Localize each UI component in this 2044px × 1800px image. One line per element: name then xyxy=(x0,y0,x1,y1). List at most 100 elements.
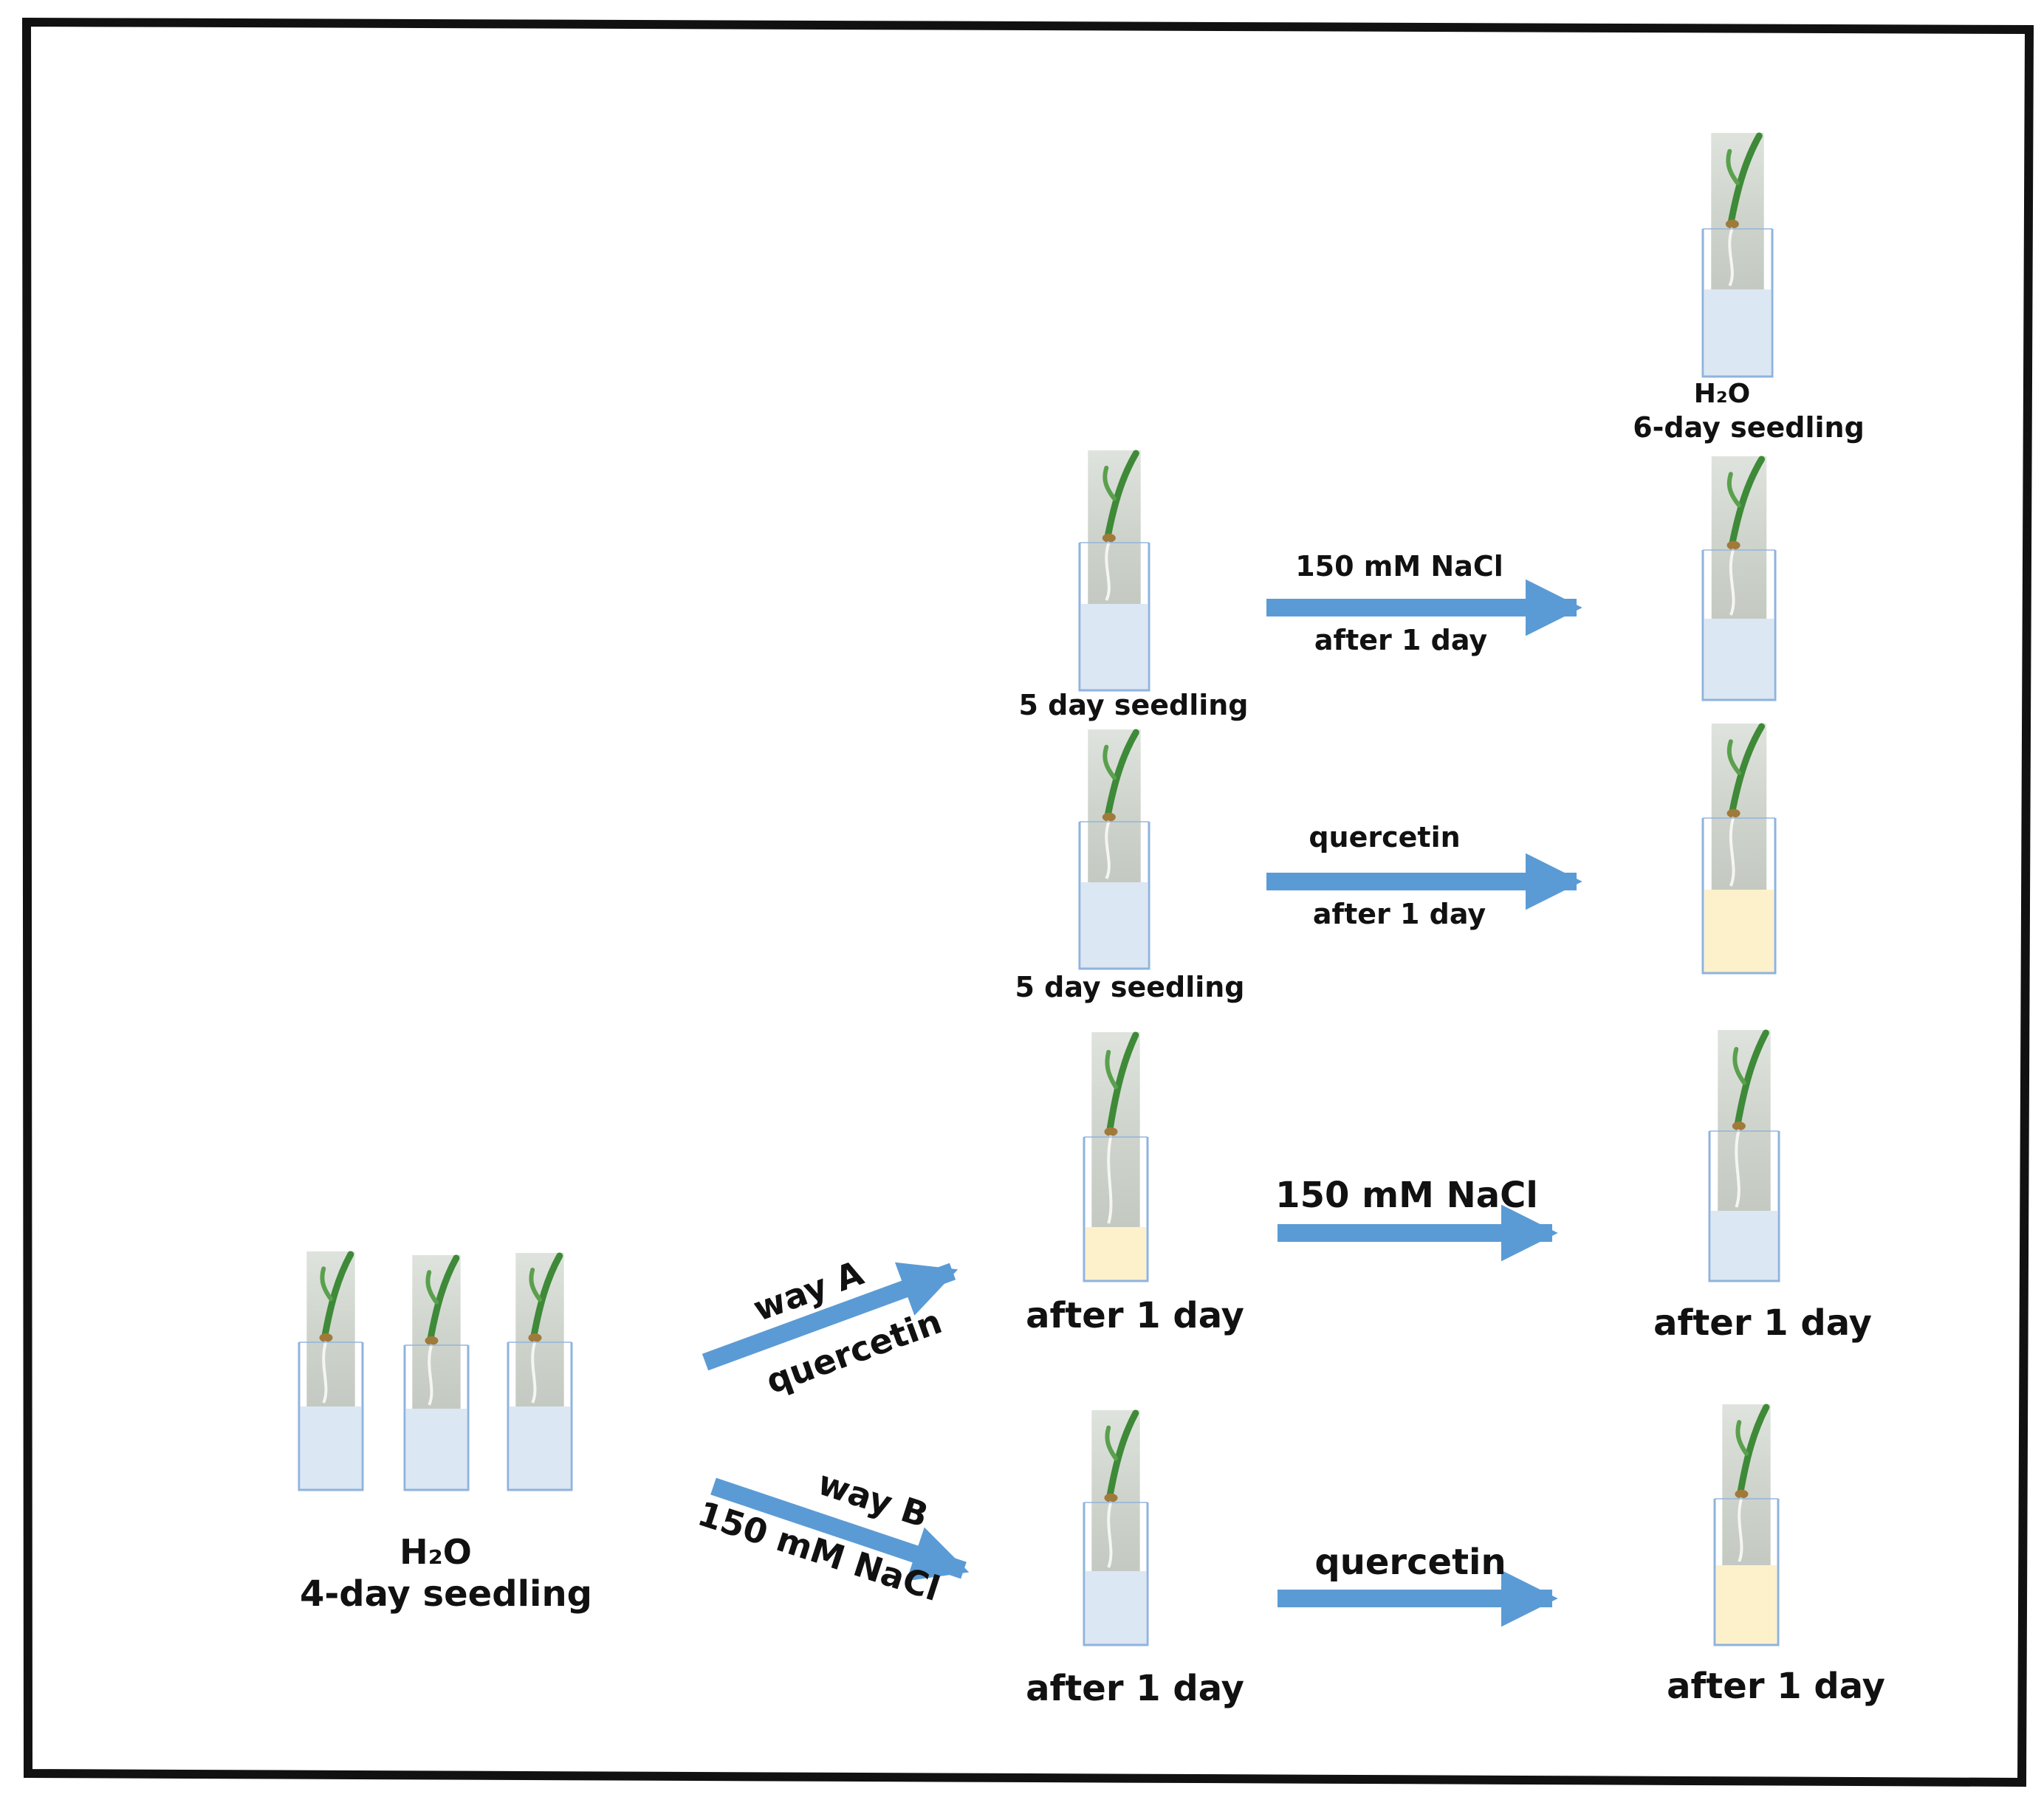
seed xyxy=(1732,1121,1746,1131)
seedling-leaf xyxy=(1105,1049,1118,1090)
water-solution xyxy=(301,1406,361,1490)
arrow-way-a xyxy=(702,1262,958,1371)
beaker-outline xyxy=(1713,1499,1780,1646)
row2-arrow-top: quercetin xyxy=(1309,821,1460,853)
start-beaker-3 xyxy=(507,1252,573,1491)
seedling-leaf xyxy=(1726,472,1741,508)
seedling-root xyxy=(1738,1497,1743,1562)
seed xyxy=(1726,540,1741,550)
beaker-outline xyxy=(1078,543,1150,692)
seed xyxy=(425,1336,439,1345)
water-solution xyxy=(1704,619,1774,700)
quercetin-solution xyxy=(1704,890,1774,973)
seedling-photo xyxy=(1711,724,1767,890)
row1-top-formula: H₂O xyxy=(1694,379,1751,409)
seedling-leaf xyxy=(1105,1425,1118,1461)
beaker-outline xyxy=(1083,1137,1149,1282)
seedling-shoot xyxy=(1104,450,1139,542)
row1-top-caption: 6-day seedling xyxy=(1633,411,1865,444)
seedling-photo xyxy=(1088,450,1141,604)
water-solution xyxy=(510,1406,570,1490)
seed xyxy=(1104,1127,1118,1136)
row1-arrow-bottom: after 1 day xyxy=(1314,624,1487,656)
seed xyxy=(319,1333,333,1342)
seedling-photo xyxy=(1718,1030,1771,1211)
seed xyxy=(1725,219,1739,229)
seedling-photo xyxy=(1088,729,1141,882)
beaker-outline xyxy=(507,1342,573,1491)
seed xyxy=(1735,1489,1749,1499)
seedling-beakers xyxy=(298,132,1780,1646)
seedling-leaf xyxy=(320,1266,333,1302)
seedling-shoot xyxy=(1728,456,1766,549)
water-solution xyxy=(406,1409,467,1490)
water-solution xyxy=(1081,882,1148,969)
seedling-shoot xyxy=(1106,1409,1139,1502)
beaker-outline xyxy=(1708,1131,1780,1282)
row1-right-beaker xyxy=(1701,456,1777,701)
seedling-shoot xyxy=(1728,723,1766,817)
seedling-root xyxy=(531,1341,537,1404)
seedling-shoot xyxy=(427,1254,460,1344)
seed xyxy=(1104,1493,1118,1502)
beaker-outline xyxy=(1083,1502,1149,1646)
row3-left-beaker xyxy=(1083,1031,1149,1282)
row4-arrow-top: quercetin xyxy=(1314,1542,1506,1583)
seed xyxy=(1726,808,1741,818)
row3-arrow-top: 150 mM NaCl xyxy=(1275,1175,1538,1216)
seedling-leaf xyxy=(1102,744,1117,780)
seedling-leaf xyxy=(1732,1047,1746,1085)
beaker-outline xyxy=(1078,822,1150,970)
seedling-shoot xyxy=(1106,1031,1139,1136)
row4-left-beaker xyxy=(1083,1409,1149,1646)
start-beaker-1 xyxy=(298,1251,364,1491)
seedling-shoot xyxy=(530,1252,563,1342)
row1-left-beaker xyxy=(1078,450,1150,692)
quercetin-solution xyxy=(1716,1565,1777,1645)
seedling-photo xyxy=(412,1255,461,1409)
row2-left-beaker xyxy=(1078,729,1150,970)
start-caption: 4-day seedling xyxy=(300,1573,592,1615)
row2-arrow-bottom: after 1 day xyxy=(1313,898,1486,930)
seedling-leaf xyxy=(1102,465,1117,501)
seedling-root xyxy=(428,1344,433,1406)
water-solution xyxy=(1086,1571,1146,1645)
seedling-photo xyxy=(1091,1410,1140,1571)
seedling-photo xyxy=(1711,133,1764,289)
quercetin-solution xyxy=(1086,1227,1146,1281)
seedling-shoot xyxy=(321,1251,354,1342)
seedling-photo xyxy=(1722,1404,1771,1565)
row1-top-right-beaker xyxy=(1701,132,1774,378)
seedling-root xyxy=(1728,227,1734,286)
seedling-root xyxy=(1729,549,1735,616)
seedling-leaf xyxy=(1735,1420,1749,1456)
seedling-root xyxy=(1735,1129,1741,1208)
row2-right-beaker xyxy=(1701,723,1777,975)
beaker-outline xyxy=(1701,229,1774,378)
row3-right-beaker xyxy=(1708,1029,1780,1282)
beaker-outline xyxy=(1701,818,1777,975)
seedling-shoot xyxy=(1737,1404,1770,1498)
diagram-frame xyxy=(21,17,2034,1787)
seed xyxy=(528,1333,542,1342)
seed xyxy=(1102,533,1116,543)
process-arrows xyxy=(702,579,1582,1627)
beaker-outline xyxy=(1701,550,1777,701)
seedling-shoot xyxy=(1734,1029,1769,1130)
seedling-leaf xyxy=(1726,739,1741,775)
water-solution xyxy=(1704,289,1771,377)
seedling-root xyxy=(1107,1501,1113,1568)
beaker-outline xyxy=(298,1342,364,1491)
row3-left-caption: after 1 day xyxy=(1026,1295,1244,1336)
row4-left-caption: after 1 day xyxy=(1026,1668,1244,1709)
seedling-leaf xyxy=(529,1267,542,1302)
row3-right-caption: after 1 day xyxy=(1653,1302,1872,1344)
row2-left-caption: 5 day seedling xyxy=(1015,971,1244,1003)
seedling-shoot xyxy=(1104,729,1139,821)
seedling-photo xyxy=(515,1253,564,1406)
seedling-root xyxy=(322,1341,328,1404)
row4-right-beaker xyxy=(1713,1404,1780,1646)
seedling-root xyxy=(1105,541,1111,601)
water-solution xyxy=(1081,604,1148,690)
